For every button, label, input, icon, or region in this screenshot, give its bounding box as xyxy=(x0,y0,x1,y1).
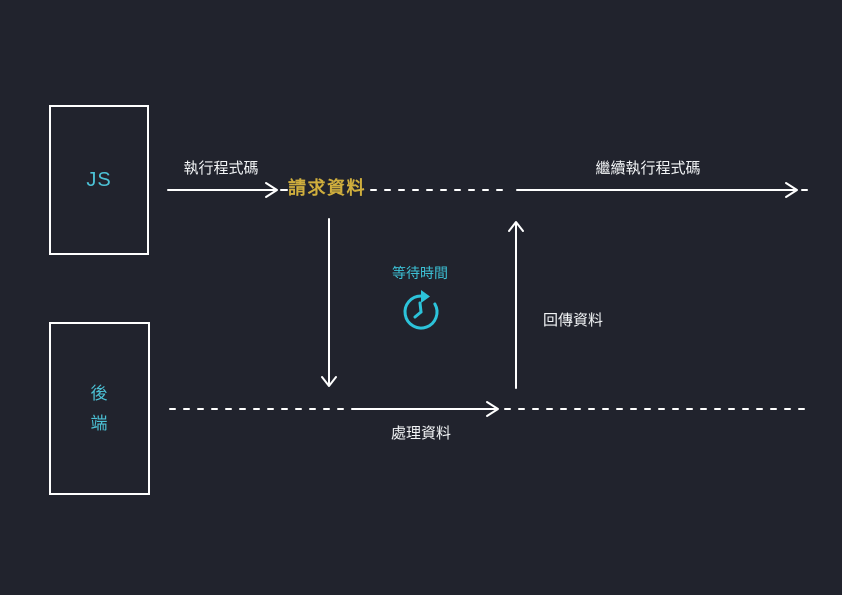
execute-code-label: 執行程式碼 xyxy=(183,160,259,177)
return-data-label: 回傳資料 xyxy=(543,312,604,329)
wait-time-label: 等待時間 xyxy=(392,265,448,281)
return-up-arrow xyxy=(508,221,524,389)
backend-node-box: 後 端 xyxy=(49,322,150,495)
js-node-label: JS xyxy=(86,168,112,191)
continue-execution-arrow xyxy=(516,182,808,198)
process-data-label: 處理資料 xyxy=(390,425,452,442)
request-down-arrow xyxy=(321,218,337,387)
continue-execution-label: 繼續執行程式碼 xyxy=(595,160,701,177)
js-node-box: JS xyxy=(49,105,149,255)
process-data-arrow xyxy=(351,401,499,417)
clock-rotate-icon xyxy=(403,290,439,330)
request-data-label: 請求資料 xyxy=(288,178,366,198)
backend-node-label: 後 端 xyxy=(90,383,109,433)
execute-code-arrow xyxy=(167,182,278,198)
